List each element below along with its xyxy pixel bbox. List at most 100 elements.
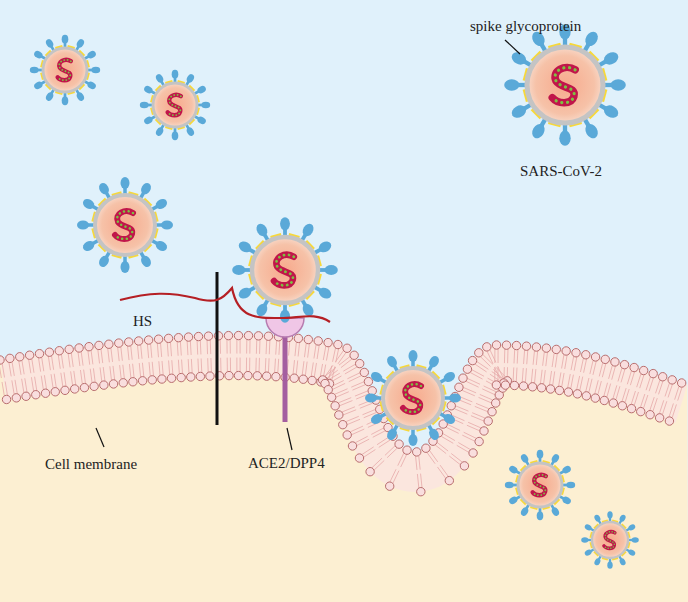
lipid-head <box>601 355 609 363</box>
lipid-tail <box>586 378 592 392</box>
spike-head <box>593 514 601 523</box>
cytoplasm-fill <box>0 336 688 602</box>
viral-rna <box>58 60 71 80</box>
spike-head <box>86 50 97 60</box>
lipid-head <box>343 431 351 439</box>
spike-head <box>172 70 179 79</box>
lipid-head <box>460 462 468 470</box>
spike-head <box>508 465 519 475</box>
lipid-tail <box>48 356 53 370</box>
spike-head <box>409 350 418 362</box>
lipid-head <box>324 338 332 346</box>
lipid-head <box>272 372 280 380</box>
lipid-head <box>488 408 496 416</box>
spike-head <box>550 453 560 464</box>
lipid-head <box>254 332 262 340</box>
lipid-tail <box>2 381 7 395</box>
virus <box>581 511 639 569</box>
lipid-tail <box>580 358 586 372</box>
lipid-tail <box>533 351 538 365</box>
lipid-head <box>360 368 368 376</box>
lipid-head <box>70 385 78 393</box>
lipid-tail <box>552 353 557 367</box>
bilayer-core <box>0 336 687 492</box>
lipid-head <box>299 375 307 383</box>
ace2-stalk <box>283 335 288 422</box>
lipid-tail <box>159 361 163 375</box>
lipid-head <box>537 384 545 392</box>
lipid-tail <box>311 362 316 376</box>
lipid-tail <box>177 342 181 356</box>
viral-envelope <box>153 83 197 127</box>
lipid-tail <box>139 363 144 377</box>
lipid-head <box>206 372 214 380</box>
lipid-head <box>573 390 581 398</box>
lipid-tail <box>61 372 66 386</box>
lipid-head <box>119 379 127 387</box>
lipid-head <box>125 338 133 346</box>
lipid-head <box>22 392 30 400</box>
lipid-tail <box>338 398 352 406</box>
lipid-tail <box>466 378 480 387</box>
lipid-tail <box>90 368 95 382</box>
spike-head <box>75 91 85 102</box>
spike-head <box>75 38 85 49</box>
lipid-head <box>6 354 14 362</box>
lipid-tail <box>665 383 672 397</box>
spike-head <box>632 537 639 542</box>
lipid-tail <box>398 453 407 467</box>
lipid-tail <box>562 355 567 369</box>
lipid-head <box>618 402 626 410</box>
lipid-tail <box>441 434 455 444</box>
lipid-head <box>138 377 146 385</box>
spike-head <box>143 115 154 125</box>
lipid-tail <box>98 349 103 363</box>
lipid-head <box>290 374 298 382</box>
lipid-head <box>16 353 24 361</box>
lipid-tail <box>246 358 249 372</box>
membrane-label: Cell membrane <box>45 456 137 473</box>
lipid-head <box>655 414 663 422</box>
lipid-head <box>483 343 491 351</box>
viral-rna <box>403 384 421 412</box>
viral-envelope <box>592 522 628 558</box>
lipid-tail <box>504 349 508 363</box>
lipid-tail <box>513 367 517 381</box>
lipid-tail <box>237 340 240 354</box>
spike-head <box>33 50 44 60</box>
spike-head <box>317 286 333 301</box>
rna-dots <box>58 60 71 80</box>
lipid-head <box>234 331 242 339</box>
spike-head <box>155 73 165 84</box>
lipid-bilayer <box>0 331 686 496</box>
lipid-tail <box>437 465 448 478</box>
viral-rna <box>533 475 546 495</box>
spike-head <box>618 557 626 566</box>
lipid-tail <box>650 397 657 411</box>
lipid-head <box>609 399 617 407</box>
spike-head <box>618 514 626 523</box>
lipid-head <box>492 341 500 349</box>
lipid-head <box>154 335 162 343</box>
spike-head <box>442 412 457 426</box>
spike-head <box>584 523 593 531</box>
lipid-head <box>445 476 453 484</box>
spike-head <box>520 453 530 464</box>
lipid-tail <box>479 394 493 402</box>
spike-head <box>172 131 179 140</box>
lipid-head <box>501 381 509 389</box>
spike-head <box>550 506 560 517</box>
cytoplasm <box>0 336 688 602</box>
lipid-head <box>519 382 527 390</box>
lipid-tail <box>449 454 462 465</box>
spike-head <box>385 427 399 442</box>
lipid-head <box>184 333 192 341</box>
lipid-head <box>61 386 69 394</box>
lipid-tail <box>0 364 5 378</box>
lipid-head <box>100 381 108 389</box>
lipid-tail <box>325 368 338 379</box>
lipid-head <box>225 371 233 379</box>
lipid-head <box>105 340 113 348</box>
spike-head <box>254 222 269 238</box>
